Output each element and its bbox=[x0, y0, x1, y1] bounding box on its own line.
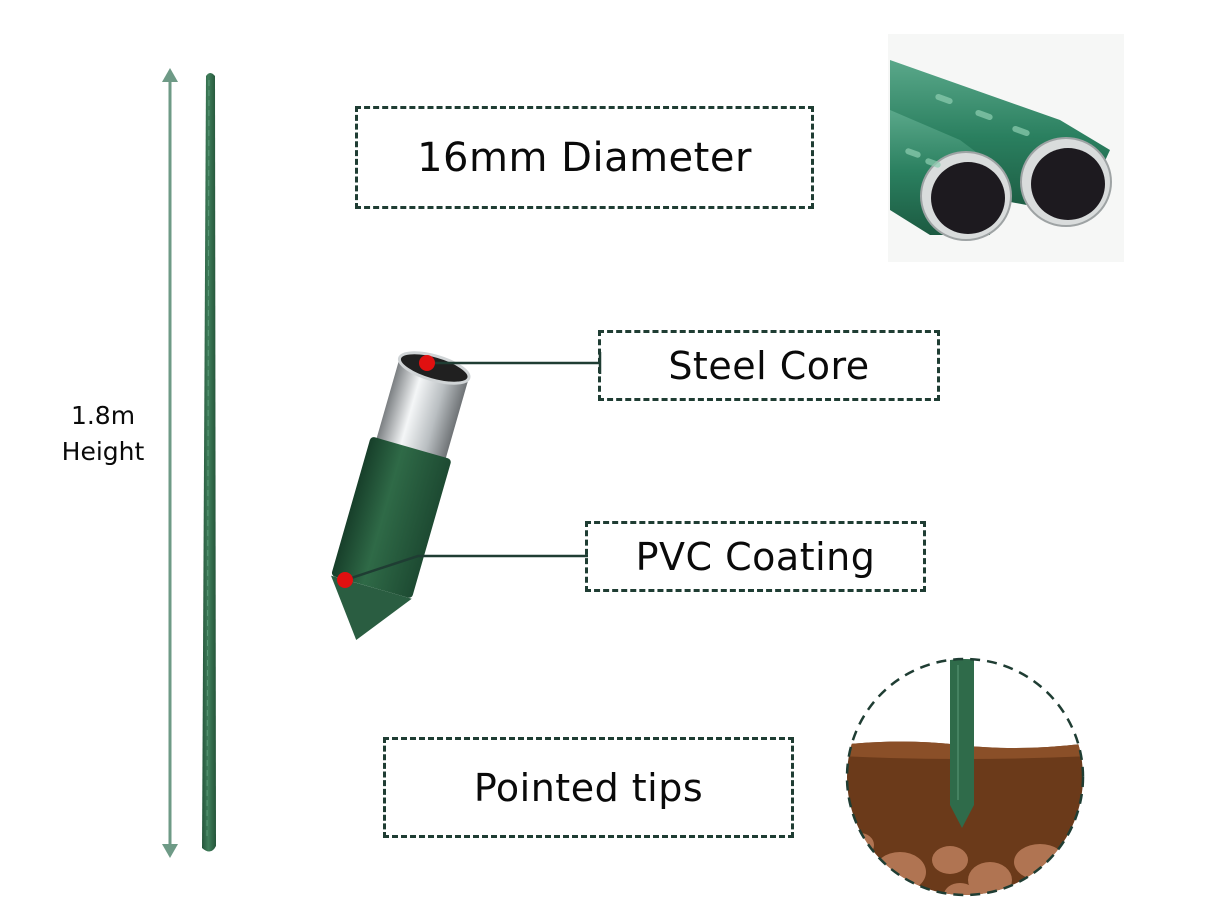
height-word: Height bbox=[61, 437, 145, 466]
stake-cutaway-image bbox=[330, 351, 471, 641]
full-length-stake-image bbox=[202, 73, 216, 852]
tube-cross-section-photo bbox=[888, 34, 1124, 262]
steel-core-label: Steel Core bbox=[668, 343, 870, 388]
pointed-tip-in-soil-image bbox=[845, 657, 1085, 897]
steel-core-label-box: Steel Core bbox=[598, 330, 940, 401]
arrow-down-icon bbox=[162, 844, 178, 858]
pvc-marker-dot bbox=[337, 572, 353, 588]
arrow-up-icon bbox=[162, 68, 178, 82]
dashed-circle-frame bbox=[845, 657, 1085, 897]
diameter-label: 16mm Diameter bbox=[417, 134, 752, 181]
steel-core-marker-dot bbox=[419, 355, 435, 371]
pointed-tips-label: Pointed tips bbox=[473, 765, 704, 810]
diameter-label-box: 16mm Diameter bbox=[355, 106, 814, 209]
pvc-coating-label: PVC Coating bbox=[635, 534, 876, 579]
pvc-coating-label-box: PVC Coating bbox=[585, 521, 926, 592]
pointed-tips-label-box: Pointed tips bbox=[383, 737, 794, 838]
height-arrow bbox=[162, 68, 178, 858]
pvc-callout-line bbox=[337, 554, 588, 588]
height-value: 1.8m bbox=[70, 401, 136, 430]
height-label: 1.8m Height bbox=[48, 398, 158, 470]
